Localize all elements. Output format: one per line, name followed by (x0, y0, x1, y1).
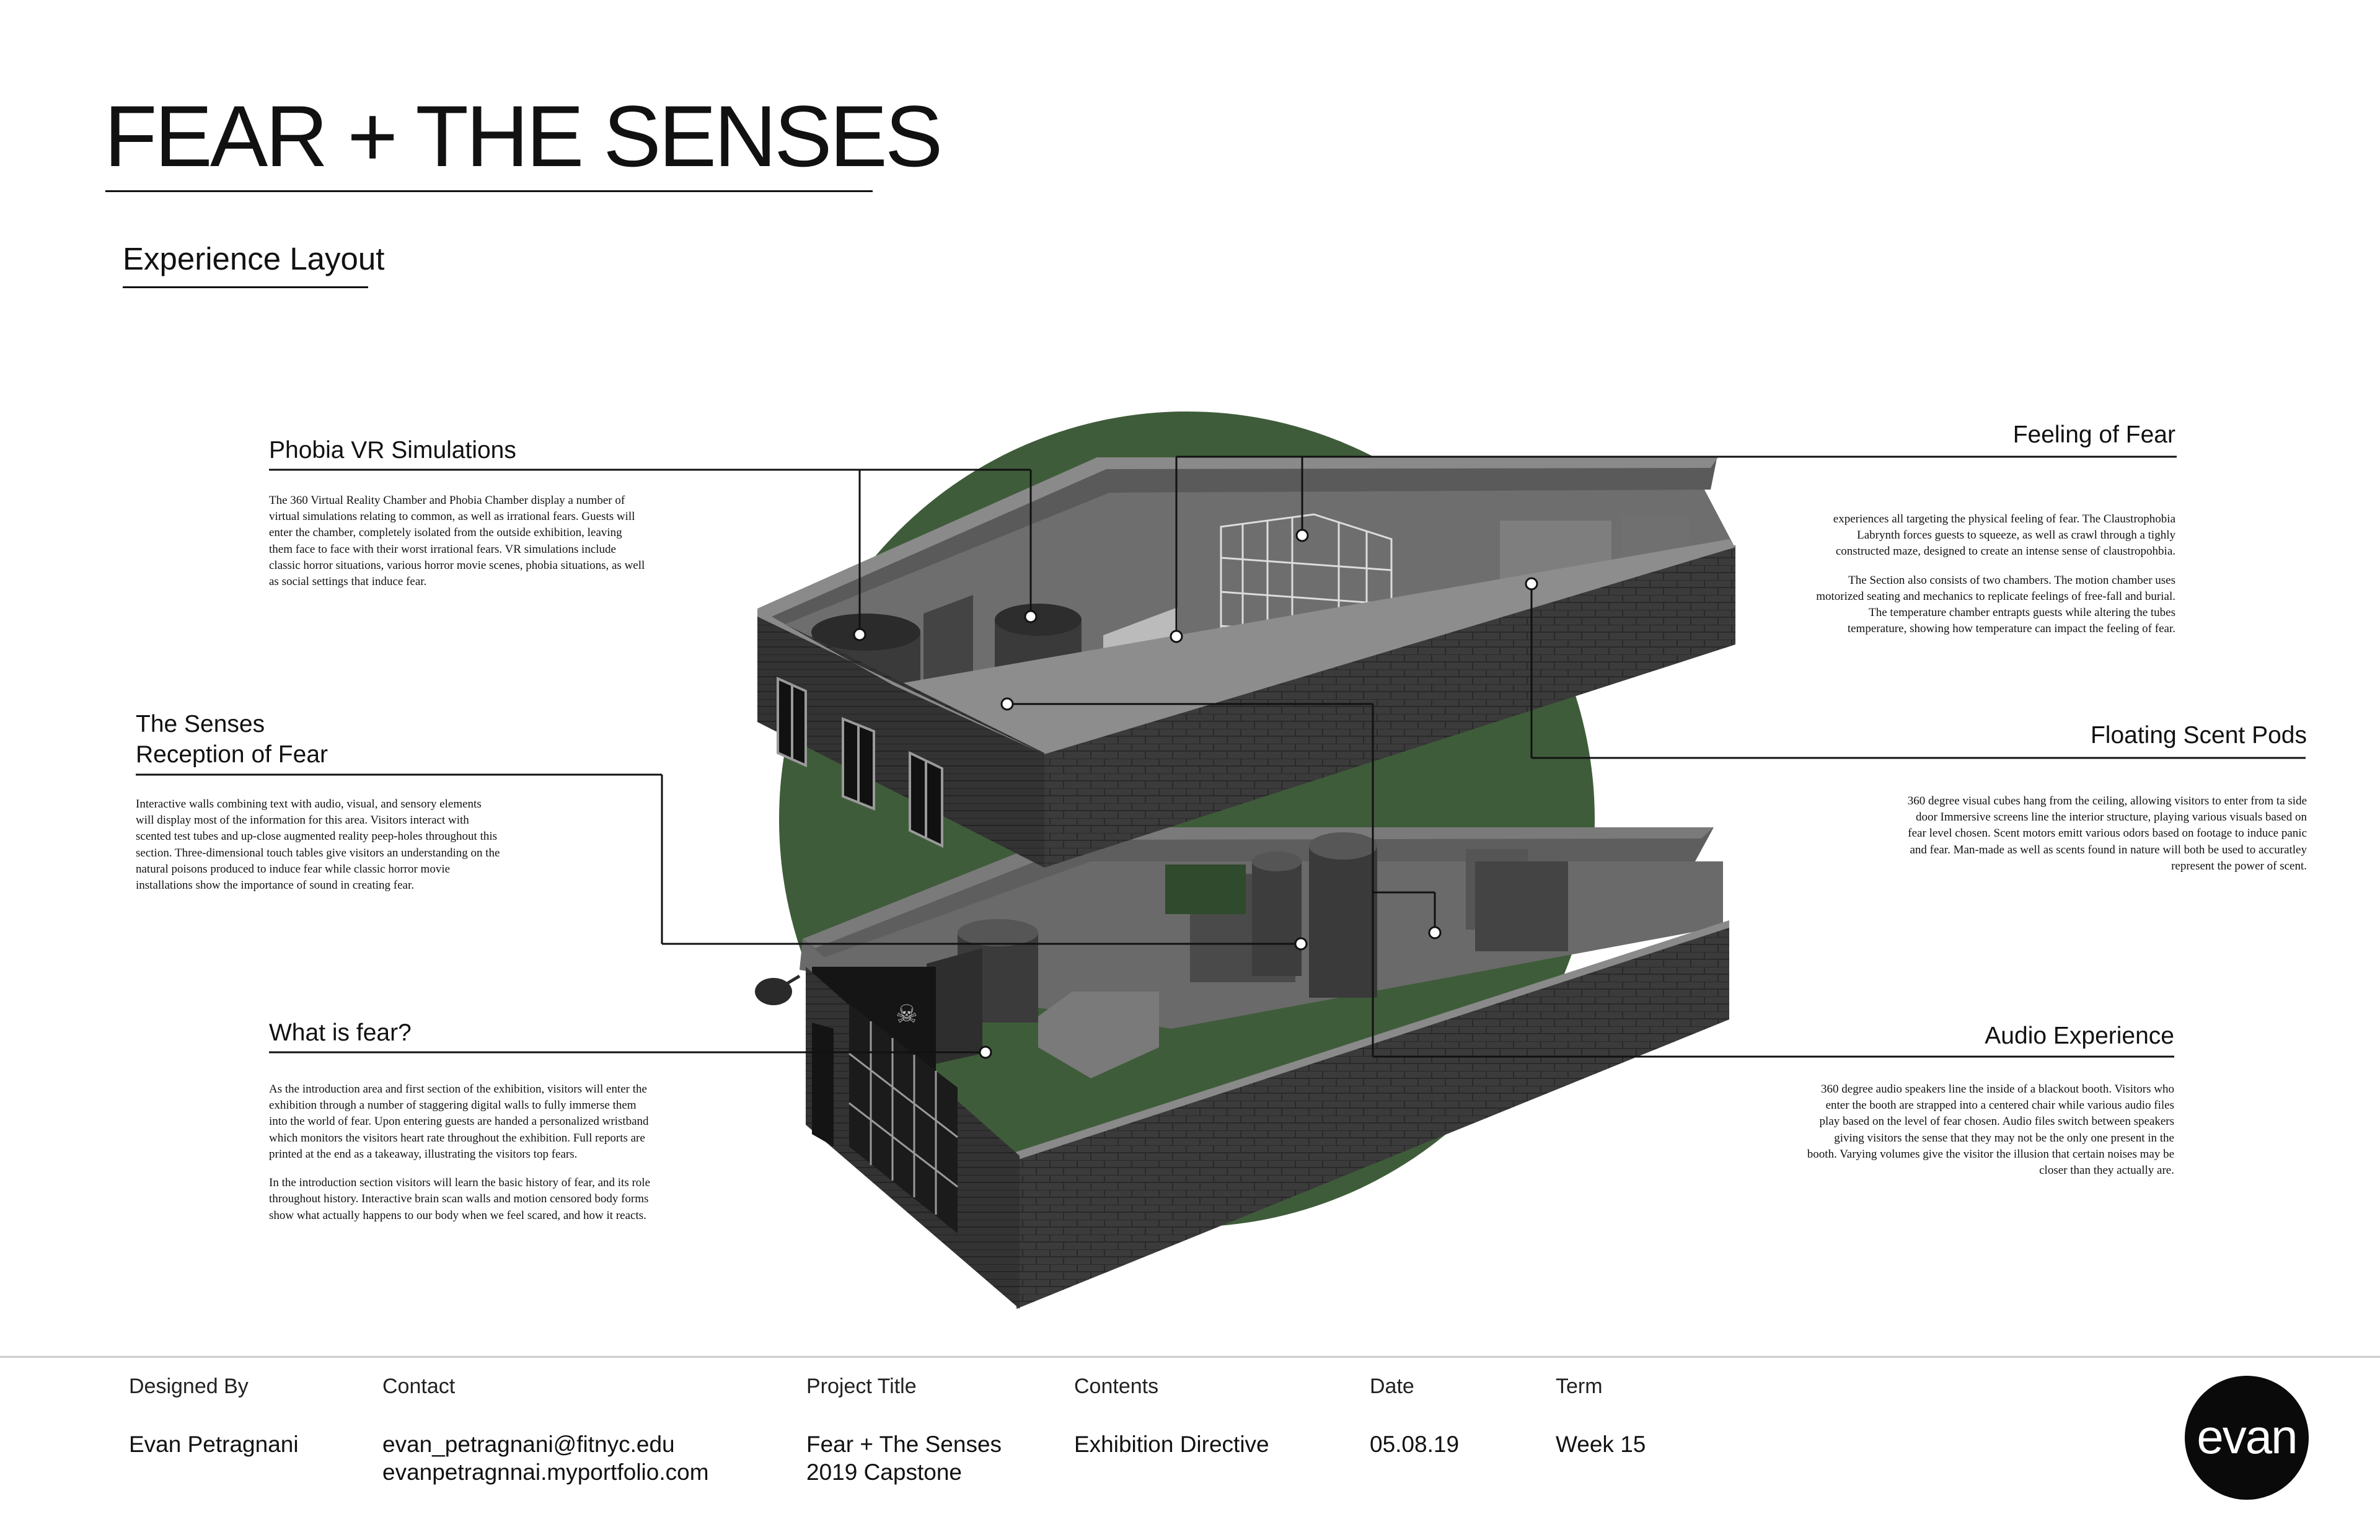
callout-dot (1295, 529, 1309, 542)
project-subtitle: 2019 Capstone (806, 1459, 962, 1485)
lower-cylinder-2 (1309, 832, 1377, 998)
lower-window-wall (849, 1004, 958, 1233)
page-title: FEAR + THE SENSES (104, 87, 943, 185)
feeling-title: Feeling of Fear (2012, 421, 2175, 448)
subtitle-underline (123, 286, 368, 288)
skeleton-figure: ☠ (896, 1000, 918, 1029)
footer-project-label: Project Title (806, 1375, 917, 1398)
footer-date-label: Date (1370, 1375, 1414, 1398)
footer-contact-label: Contact (382, 1375, 456, 1398)
senses-title-line2: Reception of Fear (136, 741, 328, 768)
audio-body: 360 degree audio speakers line the insid… (1807, 1083, 2174, 1177)
audio-title: Audio Experience (1985, 1023, 2174, 1049)
lower-front-wall-top (1004, 920, 1729, 1160)
callout-dot (979, 1045, 992, 1059)
senses-title-line1: The Senses (136, 711, 265, 737)
date-value: 05.08.19 (1370, 1432, 1460, 1457)
designer-name: Evan Petragnani (129, 1432, 299, 1457)
callout-dot (853, 628, 866, 641)
lower-window-grid (848, 1021, 958, 1215)
phobia-body: The 360 Virtual Reality Chamber and Phob… (269, 494, 645, 589)
upper-side-wall (757, 610, 1044, 868)
contents-value: Exhibition Directive (1074, 1432, 1269, 1457)
callout-dot (1170, 630, 1183, 643)
feeling-body-p1: experiences all targeting the physical f… (1833, 513, 2175, 558)
callout-dot (1000, 697, 1014, 711)
footer-contents-label: Contents (1074, 1375, 1159, 1398)
project-title: Fear + The Senses (806, 1432, 1002, 1457)
whatisfear-body-p2: In the introduction section visitors wil… (269, 1176, 651, 1222)
upper-front-wall-top (892, 539, 1735, 754)
footer-designed-by-label: Designed By (129, 1375, 249, 1398)
title-underline (105, 190, 873, 192)
page-subtitle: Experience Layout (123, 241, 385, 276)
footer-designed-by-value: Evan Petragnani (129, 1430, 299, 1458)
footer-date-value: 05.08.19 (1370, 1430, 1459, 1458)
senses-body: Interactive walls combining text with au… (136, 798, 500, 892)
scent-title: Floating Scent Pods (2090, 722, 2307, 749)
lower-booth (1475, 861, 1568, 951)
phobia-title: Phobia VR Simulations (269, 437, 516, 464)
footer-term-value: Week 15 (1556, 1430, 1646, 1458)
footer-divider (0, 1356, 2380, 1358)
logo-text: evan (2197, 1409, 2298, 1464)
evan-logo: evan (2185, 1376, 2309, 1500)
footer-term-label: Term (1556, 1375, 1603, 1398)
senses-title: The Senses Reception of Fear (136, 710, 328, 770)
callout-dot (1294, 937, 1308, 951)
lower-cylinder-1 (1252, 851, 1302, 976)
upper-level (757, 457, 1735, 868)
feeling-body-p2: The Section also consists of two chamber… (1816, 573, 2175, 636)
callout-dot (1024, 610, 1038, 623)
lower-room-b (927, 948, 982, 1066)
term-value: Week 15 (1556, 1432, 1646, 1457)
upper-top-edge (757, 457, 1718, 617)
upper-back-wall (759, 459, 1717, 626)
callout-dot (1525, 577, 1538, 591)
lower-level: ☠ (755, 827, 1729, 1309)
feeling-body: experiences all targeting the physical f… (1816, 511, 2175, 650)
scent-body: 360 degree visual cubes hang from the ce… (1907, 794, 2307, 873)
whatisfear-body-p1: As the introduction area and first secti… (269, 1083, 649, 1161)
leader-lines (136, 455, 2306, 1058)
lower-room-a (1038, 992, 1159, 1078)
lower-green-panel (1165, 865, 1246, 914)
callout-points (853, 529, 1538, 1059)
upper-front-wall (1044, 545, 1735, 868)
upper-windows (777, 676, 943, 848)
contact-website: evanpetragnnai.myportfolio.com (382, 1459, 709, 1485)
footer-project-value: Fear + The Senses 2019 Capstone (806, 1430, 1002, 1486)
whatisfear-title: What is fear? (269, 1019, 412, 1046)
lower-front-wall (1016, 926, 1729, 1309)
lower-door (812, 1023, 834, 1146)
callout-dot (1428, 926, 1442, 939)
footer-contact-value: evan_petragnani@fitnyc.edu evanpetragnna… (382, 1430, 709, 1486)
contact-email: evan_petragnani@fitnyc.edu (382, 1432, 675, 1457)
whatisfear-body: As the introduction area and first secti… (269, 1081, 656, 1236)
satellite-dish-icon (755, 974, 801, 1005)
footer-contents-value: Exhibition Directive (1074, 1430, 1269, 1458)
